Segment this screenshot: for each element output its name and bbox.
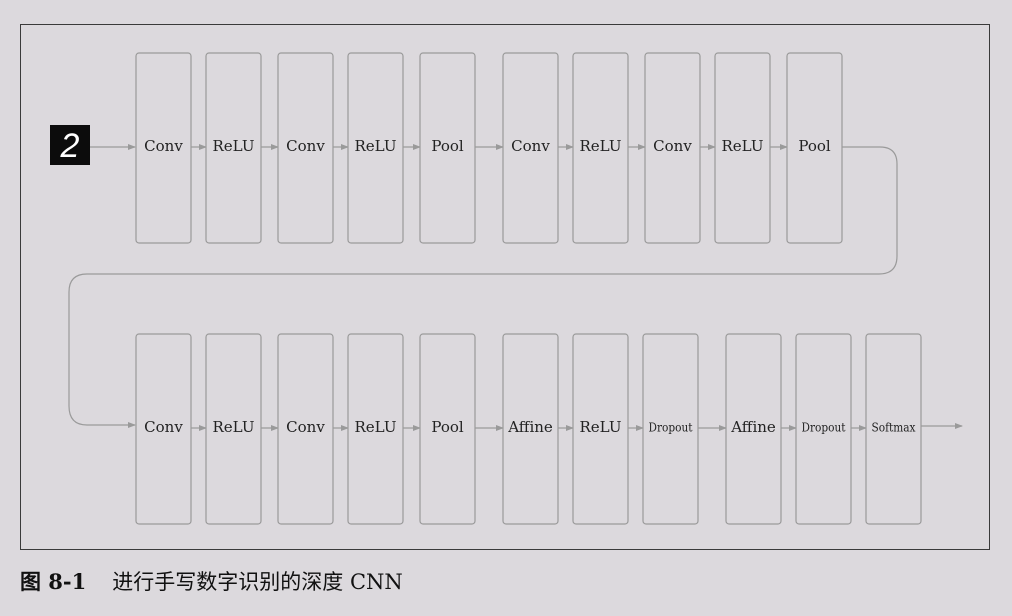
layer-label: Affine — [730, 418, 776, 436]
layer-affine-r2-9: Affine — [725, 333, 782, 525]
layer-label: ReLU — [722, 137, 764, 155]
layer-box — [502, 52, 559, 244]
figure-title: 进行手写数字识别的深度 CNN — [112, 570, 403, 594]
layer-box — [347, 52, 404, 244]
layer-conv-r1-1: Conv — [135, 52, 192, 244]
layer-box — [419, 52, 476, 244]
layer-affine-r2-6: Affine — [502, 333, 559, 525]
layer-label: Pool — [431, 137, 464, 155]
layer-label: ReLU — [355, 137, 397, 155]
layer-box — [135, 333, 192, 525]
layer-label: Conv — [144, 418, 183, 436]
layer-box — [865, 333, 922, 525]
layer-dropout-r2-8: Dropout — [642, 333, 699, 525]
layer-label: ReLU — [213, 418, 255, 436]
layer-label: Conv — [511, 137, 550, 155]
layer-box — [419, 333, 476, 525]
layer-relu-r1-2: ReLU — [205, 52, 262, 244]
layer-dropout-r2-10: Dropout — [795, 333, 852, 525]
layer-conv-r2-1: Conv — [135, 333, 192, 525]
layer-label: Dropout — [649, 420, 693, 435]
layer-label: Dropout — [802, 420, 846, 435]
layer-box — [642, 333, 699, 525]
layer-relu-r1-7: ReLU — [572, 52, 629, 244]
layer-label: Affine — [507, 418, 553, 436]
layer-relu-r2-7: ReLU — [572, 333, 629, 525]
layer-box — [725, 333, 782, 525]
figure-caption: 图 8-1 进行手写数字识别的深度 CNN — [20, 566, 403, 596]
layer-box — [502, 333, 559, 525]
layer-box — [347, 333, 404, 525]
layer-conv-r1-6: Conv — [502, 52, 559, 244]
layer-relu-r1-4: ReLU — [347, 52, 404, 244]
row-connector — [68, 146, 898, 428]
layer-box — [714, 52, 771, 244]
layer-label: ReLU — [580, 137, 622, 155]
layer-box — [572, 333, 629, 525]
layer-row-1: Conv ReLU Conv ReLU Pool Conv ReLU Conv ReLU Pool — [135, 52, 843, 244]
layer-label: Conv — [286, 418, 325, 436]
layer-label: ReLU — [580, 418, 622, 436]
layer-box — [277, 333, 334, 525]
input-digit-image: 2 — [50, 125, 90, 165]
figure-number: 图 8-1 — [20, 569, 87, 594]
layer-box — [644, 52, 701, 244]
layer-label: Softmax — [872, 420, 916, 435]
input-digit-label: 2 — [60, 127, 80, 165]
layer-pool-r1-5: Pool — [419, 52, 476, 244]
layer-box — [786, 52, 843, 244]
layer-softmax-r2-11: Softmax — [865, 333, 922, 525]
layer-box — [795, 333, 852, 525]
layer-conv-r2-3: Conv — [277, 333, 334, 525]
layer-relu-r2-2: ReLU — [205, 333, 262, 525]
layer-label: ReLU — [355, 418, 397, 436]
layer-relu-r2-4: ReLU — [347, 333, 404, 525]
layer-label: ReLU — [213, 137, 255, 155]
layer-box — [205, 52, 262, 244]
layer-conv-r1-8: Conv — [644, 52, 701, 244]
figure-frame — [20, 24, 990, 550]
layer-relu-r1-9: ReLU — [714, 52, 771, 244]
layer-conv-r1-3: Conv — [277, 52, 334, 244]
layer-row-2: Conv ReLU Conv ReLU Pool Affine ReLU Dropout Aff… — [135, 333, 922, 525]
layer-label: Pool — [431, 418, 464, 436]
layer-box — [205, 333, 262, 525]
layer-label: Conv — [144, 137, 183, 155]
layer-label: Conv — [286, 137, 325, 155]
layer-pool-r2-5: Pool — [419, 333, 476, 525]
layer-box — [277, 52, 334, 244]
layer-box — [135, 52, 192, 244]
layer-box — [572, 52, 629, 244]
layer-label: Pool — [798, 137, 831, 155]
layer-pool-r1-10: Pool — [786, 52, 843, 244]
layer-label: Conv — [653, 137, 692, 155]
